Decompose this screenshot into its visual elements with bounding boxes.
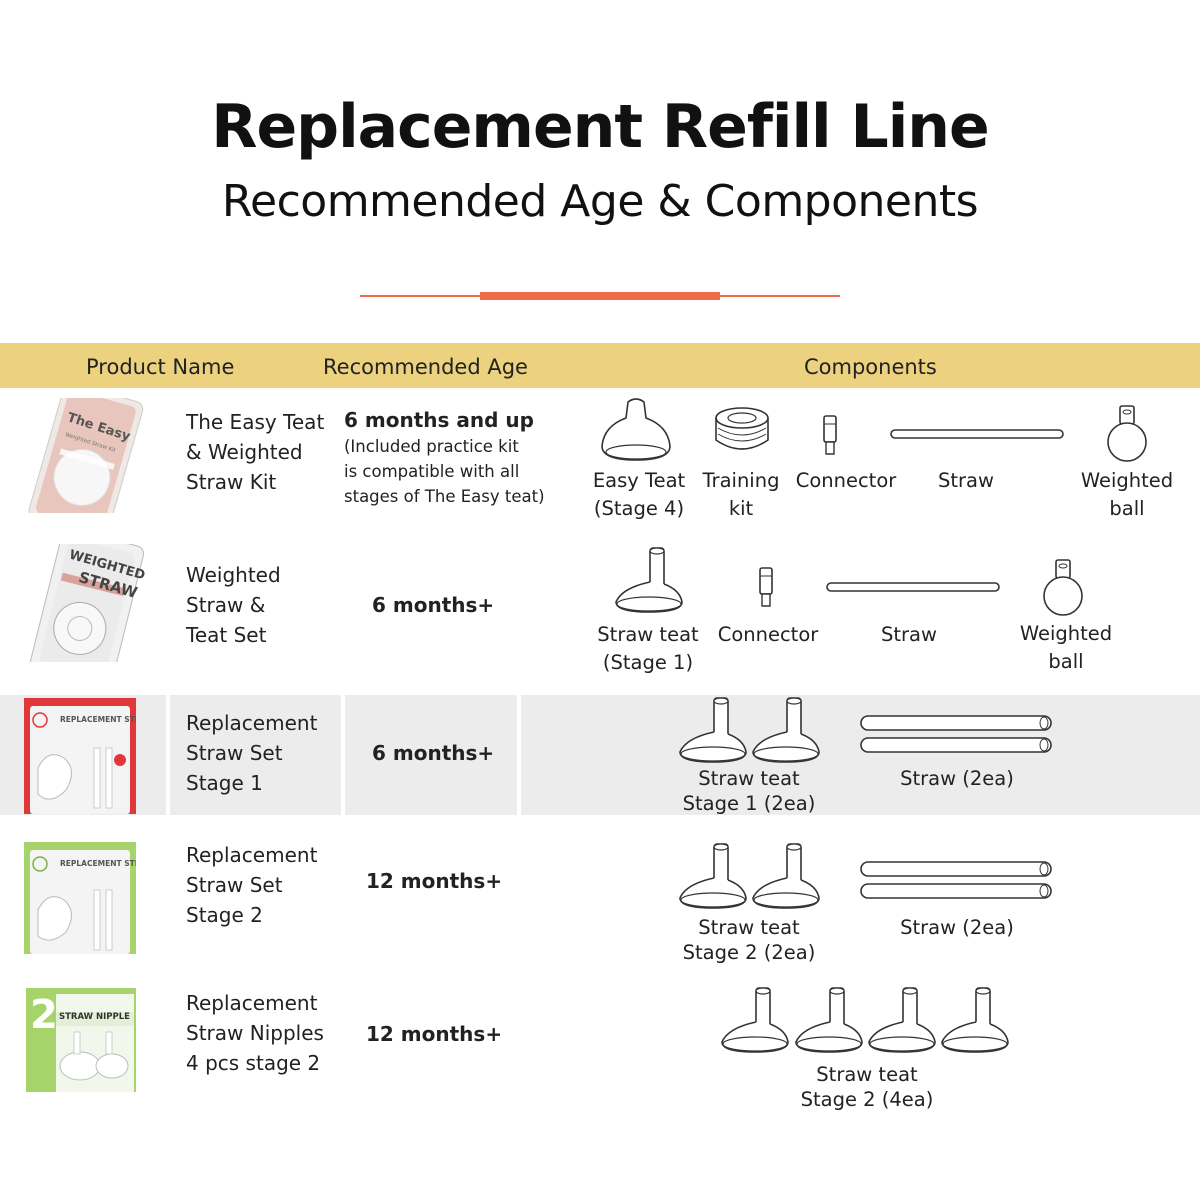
straw-icon	[860, 860, 1054, 902]
component-label: Weighted ball	[1080, 469, 1174, 520]
weighted-ball-icon	[1040, 558, 1086, 616]
straw-teat-icon	[749, 696, 823, 766]
component-label: Connector	[795, 469, 897, 492]
recommended-age: 12 months+	[366, 869, 503, 893]
weighted-ball-icon	[1104, 404, 1150, 462]
page-title: Replacement Refill Line	[211, 92, 989, 162]
component-label: Straw (2ea)	[900, 767, 1014, 790]
component-label: Straw teat Stage 2 (2ea)	[682, 916, 816, 964]
product-package-image: REPLACEMENT STRAW	[24, 698, 136, 814]
recommended-age: 12 months+	[366, 1022, 503, 1046]
header-components: Components	[804, 355, 937, 379]
row-cell-separator	[166, 695, 170, 815]
header-product-name: Product Name	[86, 355, 235, 379]
age-note: (Included practice kit is compatible wit…	[344, 437, 545, 506]
product-package-image: WEIGHTED STRAW	[16, 544, 146, 662]
product-name: The Easy Teat & Weighted Straw Kit	[186, 410, 325, 494]
connector-icon	[820, 414, 840, 458]
training-kit-icon	[712, 404, 772, 460]
product-name: Replacement Straw Set Stage 2	[186, 843, 318, 927]
straw-teat-icon	[676, 842, 750, 912]
component-label: Easy Teat (Stage 4)	[592, 469, 686, 520]
product-package-image: The Easy Weighted Straw Kit	[16, 398, 144, 513]
straw-teat-icon	[749, 842, 823, 912]
component-label: Straw teat Stage 2 (4ea)	[800, 1063, 934, 1111]
straw-teat-icon	[676, 696, 750, 766]
package-stage-number: 2	[30, 992, 58, 1038]
straw-icon	[860, 714, 1054, 756]
product-package-image: 2 STRAW NIPPLE	[26, 988, 136, 1092]
recommended-age: 6 months+	[372, 741, 495, 765]
row-cell-separator	[517, 695, 521, 815]
recommended-age: 6 months and up	[344, 408, 534, 432]
table-header: Product Name Recommended Age Components	[0, 343, 1200, 388]
product-name: Replacement Straw Nipples 4 pcs stage 2	[186, 991, 324, 1075]
product-package-image: REPLACEMENT STRAW	[24, 842, 136, 954]
component-label: Weighted ball	[1019, 622, 1113, 673]
straw-teat-icon	[865, 986, 939, 1056]
title-divider-accent	[480, 292, 720, 300]
component-label: Training kit	[702, 469, 780, 520]
easy-teat-icon	[598, 396, 674, 464]
component-label: Straw (2ea)	[900, 916, 1014, 939]
product-name: Replacement Straw Set Stage 1	[186, 711, 318, 795]
straw-icon	[826, 581, 1000, 593]
package-label: REPLACEMENT STRAW	[60, 715, 136, 724]
recommended-age: 6 months+	[372, 593, 495, 617]
connector-icon	[756, 566, 776, 610]
component-label: Straw teat Stage 1 (2ea)	[682, 767, 816, 815]
component-label: Straw teat (Stage 1)	[597, 623, 699, 674]
product-name: Weighted Straw & Teat Set	[186, 563, 281, 647]
component-label: Straw	[938, 469, 994, 492]
package-label: REPLACEMENT STRAW	[60, 859, 136, 868]
straw-icon	[890, 428, 1064, 440]
row-highlight	[0, 695, 1200, 815]
page-subtitle: Recommended Age & Components	[221, 176, 979, 227]
row-cell-separator	[341, 695, 345, 815]
header-recommended-age: Recommended Age	[323, 355, 528, 379]
package-label: STRAW NIPPLE	[59, 1012, 130, 1022]
component-label: Straw	[881, 623, 937, 646]
component-label: Connector	[717, 623, 819, 646]
straw-teat-icon	[718, 986, 792, 1056]
straw-teat-icon	[792, 986, 866, 1056]
straw-teat-icon	[612, 546, 686, 616]
straw-teat-icon	[938, 986, 1012, 1056]
